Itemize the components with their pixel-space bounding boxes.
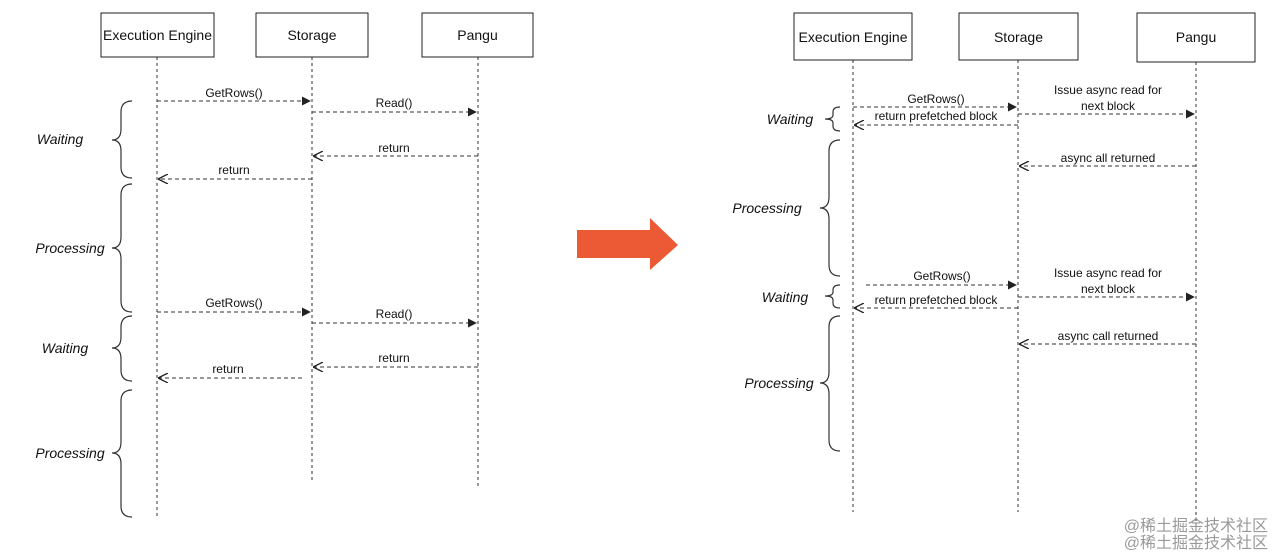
message-label: GetRows() xyxy=(205,86,262,100)
phase-label-processing: Processing xyxy=(35,445,104,461)
message-label: return prefetched block xyxy=(875,109,999,123)
left-diagram: Execution Engine Storage Pangu GetRows()… xyxy=(35,12,534,518)
message-label: return prefetched block xyxy=(875,293,999,307)
phase-label-waiting: Waiting xyxy=(762,289,809,305)
brace xyxy=(111,100,133,179)
phase-label-processing: Processing xyxy=(744,375,813,391)
participant-pangu: Pangu xyxy=(1176,29,1216,45)
brace xyxy=(111,389,133,518)
message-label: next block xyxy=(1081,99,1136,113)
message-label: return xyxy=(218,163,249,177)
phase-label-processing: Processing xyxy=(732,200,801,216)
watermark-text: @稀土掘金技术社区 xyxy=(1124,517,1268,535)
phase-label-waiting: Waiting xyxy=(42,340,89,356)
phase-label-waiting: Waiting xyxy=(37,131,84,147)
message-label: async all returned xyxy=(1061,151,1156,165)
brace xyxy=(819,139,841,277)
participant-box-execution-engine xyxy=(793,12,913,61)
right-diagram: Execution Engine Storage Pangu GetRows()… xyxy=(732,12,1256,522)
label-background xyxy=(1046,265,1170,295)
participant-box-pangu xyxy=(1136,12,1256,63)
message-label: Read() xyxy=(376,307,413,321)
brace xyxy=(111,315,133,382)
participant-pangu: Pangu xyxy=(457,27,497,43)
participant-execution-engine: Execution Engine xyxy=(103,27,212,43)
brace xyxy=(824,284,841,309)
message-label: GetRows() xyxy=(205,296,262,310)
brace xyxy=(824,106,841,132)
message-label: return xyxy=(212,362,243,376)
message-label: Issue async read for xyxy=(1054,83,1162,97)
label-background xyxy=(1046,82,1170,112)
participant-box-pangu xyxy=(421,12,534,58)
participant-box-execution-engine xyxy=(100,12,215,58)
participant-box-storage xyxy=(255,12,369,58)
participant-box-storage xyxy=(958,12,1079,61)
message-label: Issue async read for xyxy=(1054,266,1162,280)
transition-arrow-icon xyxy=(577,218,678,270)
message-label: async call returned xyxy=(1058,329,1159,343)
watermark-text: @稀土掘金技术社区 xyxy=(1124,534,1268,552)
message-label: next block xyxy=(1081,282,1136,296)
message-label: return xyxy=(378,141,409,155)
message-label: GetRows() xyxy=(913,269,970,283)
message-label: GetRows() xyxy=(907,92,964,106)
participant-execution-engine: Execution Engine xyxy=(799,29,908,45)
phase-label-processing: Processing xyxy=(35,240,104,256)
brace xyxy=(819,315,841,452)
phase-label-waiting: Waiting xyxy=(767,111,814,127)
brace xyxy=(111,183,133,313)
participant-storage: Storage xyxy=(287,27,336,43)
message-label: return xyxy=(378,351,409,365)
participant-storage: Storage xyxy=(994,29,1043,45)
message-label: Read() xyxy=(376,96,413,110)
